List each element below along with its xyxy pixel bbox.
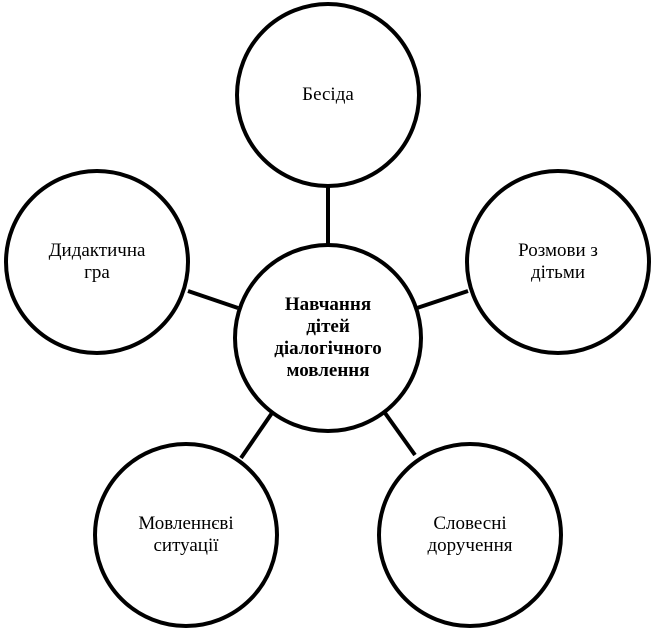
node-circle-besida [235, 2, 421, 188]
node-label-line: Дидактична [48, 240, 146, 261]
connector-hra [187, 289, 239, 310]
node-label-doruchennia: Словесні доручення [390, 455, 550, 615]
node-label-hra: Дидактична гра [17, 182, 177, 342]
node-label-line: Бесіда [302, 84, 354, 105]
node-label-line: ситуації [153, 535, 219, 556]
center-node-circle [233, 243, 423, 433]
node-label-rozmovy: Розмови з дітьми [478, 182, 638, 342]
center-node-label: Навчання дітей діалогічного мовлення [238, 248, 418, 428]
node-label-line: гра [84, 262, 110, 283]
node-label-line: дітьми [530, 262, 586, 283]
center-label-line: дітей [306, 316, 350, 337]
node-circle-rozmovy [465, 169, 651, 355]
connector-rozmovy [416, 289, 469, 310]
node-label-line: Словесні [433, 513, 507, 534]
node-circle-hra [4, 169, 190, 355]
connector-sytuatsii [239, 411, 274, 460]
center-label-line: Навчання [284, 294, 372, 315]
node-circle-doruchennia [377, 442, 563, 628]
center-label-line: мовлення [286, 360, 370, 381]
center-label-line: діалогічного [274, 338, 382, 359]
node-label-sytuatsii: Мовленнєві ситуації [106, 455, 266, 615]
node-circle-sytuatsii [93, 442, 279, 628]
node-label-line: Мовленнєві [138, 513, 234, 534]
node-label-besida: Бесіда [248, 15, 408, 175]
node-label-line: Розмови з [518, 240, 598, 261]
node-label-line: доручення [427, 535, 513, 556]
connector-doruchennia [383, 411, 417, 457]
